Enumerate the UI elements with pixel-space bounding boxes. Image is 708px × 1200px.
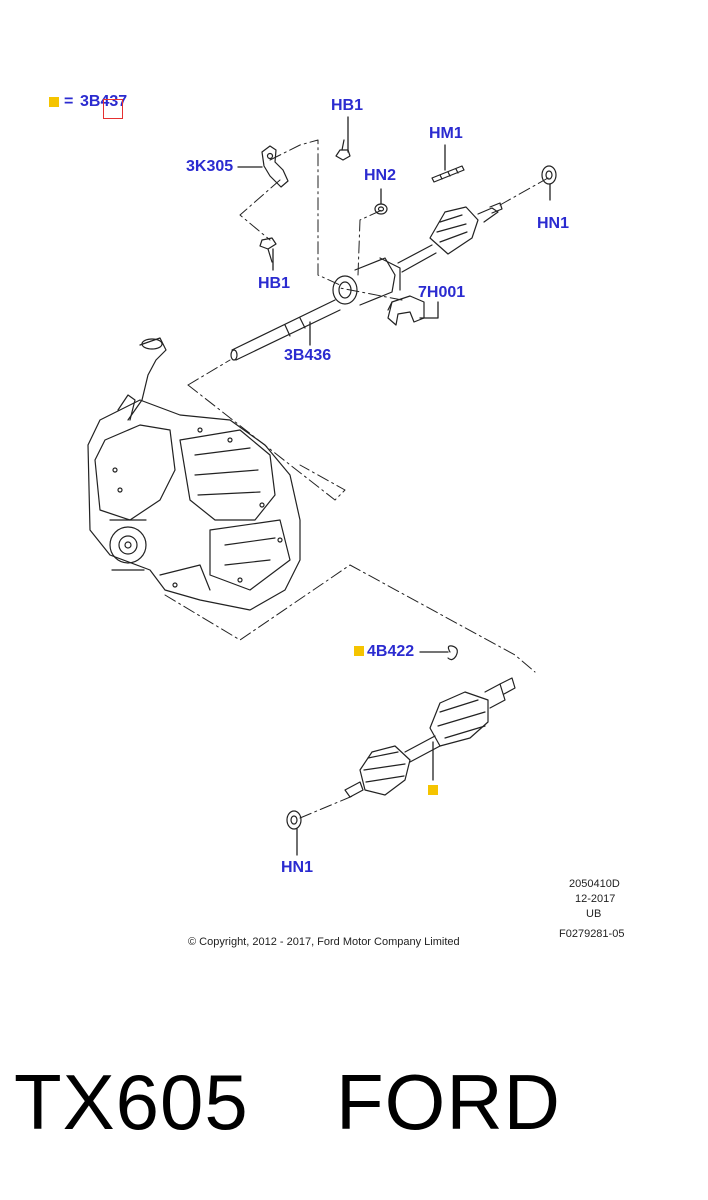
callout-4b422[interactable]: 4B422	[367, 643, 415, 660]
cap-7h001	[387, 295, 425, 326]
footer-brand: FORD	[336, 1058, 561, 1146]
callout-hn2[interactable]: HN2	[364, 167, 397, 184]
stud-hm1	[431, 165, 465, 183]
shaft-3b436	[230, 202, 503, 361]
legend-equals: =	[64, 93, 74, 110]
callout-hb1-left[interactable]: HB1	[258, 275, 291, 292]
assembly-lines	[164, 139, 549, 819]
callout-7h001[interactable]: 7H001	[418, 284, 466, 301]
callout-hb1-top[interactable]: HB1	[331, 97, 364, 114]
leader-lines	[237, 116, 551, 856]
nut-hn2	[374, 203, 388, 215]
nut-hn1-bottom	[286, 810, 302, 830]
callout-hm1[interactable]: HM1	[429, 125, 463, 142]
bolt-hb1-left	[259, 237, 277, 263]
callout-hn1-top[interactable]: HN1	[537, 215, 570, 232]
callout-3b436[interactable]: 3B436	[284, 347, 332, 364]
transaxle-housing	[87, 337, 301, 611]
selection-highlight	[103, 99, 123, 119]
callout-hn1-bottom[interactable]: HN1	[281, 859, 314, 876]
footer-model: TX605	[14, 1058, 249, 1146]
circlip-4b422	[447, 645, 458, 661]
legend-marker-icon	[49, 97, 59, 107]
nut-hn1-top	[541, 165, 557, 185]
diagram-code: 2050410D	[569, 878, 620, 890]
marker-4b422-icon	[354, 646, 364, 656]
callout-3k305[interactable]: 3K305	[186, 158, 234, 175]
figure-number: F0279281-05	[559, 928, 625, 940]
bolt-hb1-top	[335, 139, 351, 161]
diagram-region: UB	[586, 908, 602, 920]
marker-halfshaft-icon[interactable]	[428, 785, 438, 795]
diagram-date: 12-2017	[575, 893, 616, 905]
halfshaft-lower	[344, 677, 516, 798]
copyright-text: © Copyright, 2012 - 2017, Ford Motor Com…	[188, 936, 460, 948]
bracket-3k305	[261, 145, 289, 188]
